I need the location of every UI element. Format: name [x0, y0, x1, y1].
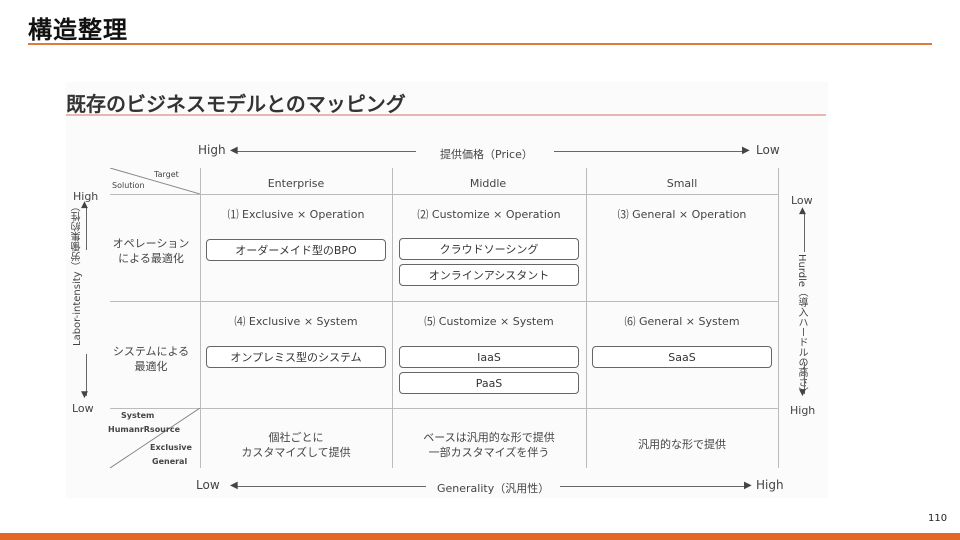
arrow-right-icon: ▶ — [742, 145, 750, 156]
left-axis-top-label: High — [73, 190, 99, 203]
model-box-iaas: IaaS — [399, 346, 579, 368]
arrow-left-icon: ◀ — [230, 145, 238, 156]
bottom-accent-bar — [0, 533, 960, 540]
grid-vline-3 — [586, 168, 587, 468]
row-label-system: システムによる 最適化 — [112, 345, 190, 373]
corner-target-label: Target — [154, 170, 179, 179]
grid-hline-header — [110, 194, 778, 195]
grid-hline-middle — [110, 301, 778, 302]
arrow-right-icon: ▶ — [744, 480, 752, 491]
cell-heading-6: ⑹ General × System — [624, 315, 740, 328]
corner-system-label: System — [121, 411, 155, 420]
right-axis-top-label: Low — [791, 194, 813, 207]
model-box-saas: SaaS — [592, 346, 772, 368]
cell-heading-1: ⑴ Exclusive × Operation — [227, 208, 365, 221]
top-axis-right-label: Low — [756, 143, 780, 157]
arrow-up-icon: ▲ — [799, 206, 806, 216]
cell-heading-5: ⑸ Customize × System — [424, 315, 554, 328]
top-axis-arrow-right — [554, 151, 744, 152]
footer-small: 汎用的な形で提供 — [638, 438, 726, 451]
row-label-operation: オペレーション による最適化 — [112, 237, 190, 265]
right-axis-label: Hurdle（導入ハードルの高さ） — [796, 254, 807, 398]
footer-middle: ベースは汎用的な形で提供 一部カスタマイズを伴う — [423, 431, 555, 459]
top-axis-arrow-left — [236, 151, 416, 152]
left-axis-arrow-down — [86, 354, 87, 396]
bottom-axis-label: Generality（汎用性） — [437, 482, 550, 495]
corner-general-label: General — [152, 457, 188, 466]
title-rule — [28, 43, 932, 45]
right-axis-bottom-label: High — [790, 404, 816, 417]
corner-solution-label: Solution — [112, 181, 145, 190]
cell-heading-3: ⑶ General × Operation — [617, 208, 747, 221]
mapping-figure: 既存のビジネスモデルとのマッピング High ◀ 提供価格（Price） ▶ L… — [66, 82, 828, 498]
corner-diagonal-top — [110, 168, 200, 194]
right-axis-arrow-up — [804, 212, 805, 252]
corner-exclusive-label: Exclusive — [150, 443, 192, 452]
figure-title: 既存のビジネスモデルとのマッピング — [66, 92, 406, 116]
right-axis-arrow-down — [804, 362, 805, 394]
left-axis-bottom-label: Low — [72, 402, 94, 415]
cell-heading-4: ⑷ Exclusive × System — [234, 315, 358, 328]
model-box-paas: PaaS — [399, 372, 579, 394]
arrow-down-icon: ▼ — [799, 388, 806, 398]
top-axis-label: 提供価格（Price） — [440, 148, 533, 161]
figure-title-rule — [66, 114, 826, 116]
bottom-axis-arrow-right — [560, 486, 746, 487]
column-header-middle: Middle — [469, 177, 507, 190]
model-box-bpo: オーダーメイド型のBPO — [206, 239, 386, 261]
top-axis-left-label: High — [198, 143, 226, 157]
arrow-down-icon: ▼ — [81, 390, 88, 400]
slide-title: 構造整理 — [28, 16, 128, 44]
left-axis-arrow-up — [86, 206, 87, 250]
grid-hline-bottom — [110, 408, 778, 409]
bottom-axis-right-label: High — [756, 478, 784, 492]
column-header-enterprise: Enterprise — [267, 177, 325, 190]
model-box-crowdsourcing: クラウドソーシング — [399, 238, 579, 260]
arrow-left-icon: ◀ — [230, 480, 238, 491]
grid-vline-2 — [392, 168, 393, 468]
corner-diagonal-bottom — [110, 408, 200, 468]
footer-enterprise: 個社ごとに カスタマイズして提供 — [241, 431, 351, 459]
model-box-onpremise: オンプレミス型のシステム — [206, 346, 386, 368]
grid-vline-4 — [778, 168, 779, 468]
column-header-small: Small — [666, 177, 698, 190]
cell-heading-2: ⑵ Customize × Operation — [417, 208, 561, 221]
left-axis-label: Labor-intensity（労働集約性） — [72, 201, 83, 346]
model-box-online-assistant: オンラインアシスタント — [399, 264, 579, 286]
corner-human-label: HumanrRsource — [108, 425, 180, 434]
arrow-up-icon: ▲ — [81, 200, 88, 210]
page-number: 110 — [928, 513, 948, 524]
grid-vline-1 — [200, 168, 201, 468]
bottom-axis-left-label: Low — [196, 478, 220, 492]
bottom-axis-arrow-left — [236, 486, 426, 487]
